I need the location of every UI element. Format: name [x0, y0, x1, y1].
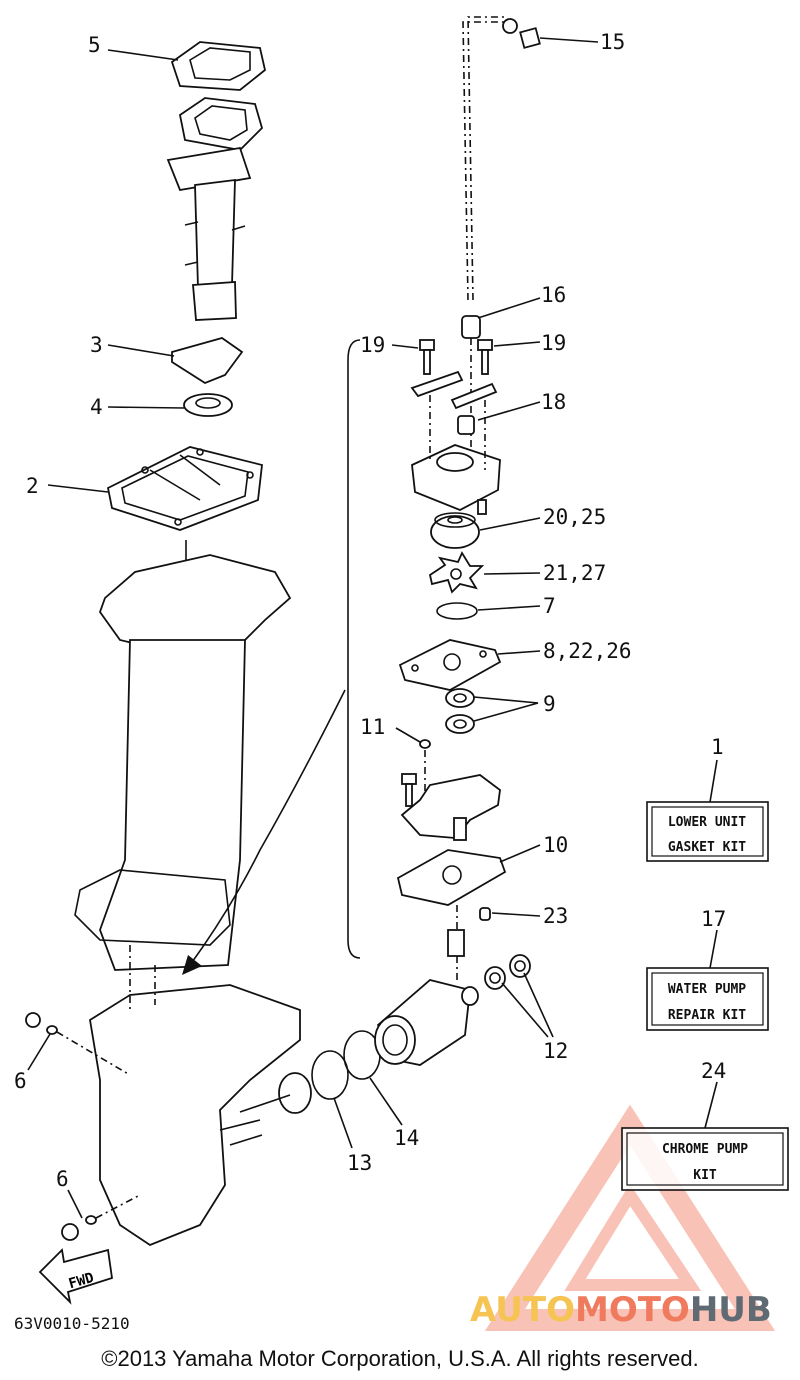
part-23-seal — [479, 907, 491, 921]
watermark-part-moto: MOTO — [574, 1290, 690, 1330]
part-12-oil-seals — [484, 954, 531, 990]
part-6-drain-plug-lower — [61, 1194, 141, 1241]
part-13-o-ring — [311, 1050, 349, 1100]
propeller-shaft-housing — [374, 979, 479, 1066]
label-11: 11 — [360, 715, 385, 739]
watermark-logo — [484, 1104, 776, 1331]
fwd-arrow: FWD — [38, 1248, 113, 1305]
label-23: 23 — [543, 904, 568, 928]
label-6-upper: 6 — [14, 1069, 27, 1093]
label-12: 12 — [543, 1039, 568, 1063]
part-21-27-impeller — [428, 551, 485, 594]
label-10: 10 — [543, 833, 568, 857]
part-11-pin — [419, 739, 431, 749]
label-6-lower: 6 — [56, 1167, 69, 1191]
part-20-25-insert-cartridge — [430, 512, 480, 549]
pump-housing — [411, 395, 501, 515]
watermark-part-hub: HUB — [689, 1290, 772, 1330]
water-tube — [462, 16, 541, 301]
part-15-grommet — [519, 27, 541, 49]
kit-water-pump-line1: WATER PUMP — [668, 982, 746, 997]
kit-chrome-pump-line2: KIT — [693, 1168, 717, 1183]
kit-box-chrome-pump: CHROME PUMP KIT — [621, 1127, 789, 1191]
part-7-o-ring — [436, 602, 478, 620]
part-10-gasket — [396, 849, 507, 906]
part-8-22-26-outer-plate — [398, 639, 502, 691]
driveshaft-housing — [74, 540, 292, 971]
watermark-text: AUTOMOTOHUB — [470, 1290, 772, 1330]
watermark-part-auto: AUTO — [470, 1290, 575, 1330]
label-2: 2 — [26, 474, 39, 498]
label-17: 17 — [701, 907, 726, 931]
part-18-collar — [457, 415, 475, 435]
label-19-right: 19 — [541, 331, 566, 355]
part-5-upper-casing — [166, 41, 267, 321]
kit-chrome-pump-line1: CHROME PUMP — [662, 1142, 748, 1157]
kit-box-lower-unit-gasket: LOWER UNIT GASKET KIT — [646, 801, 769, 862]
label-7: 7 — [543, 594, 556, 618]
label-14: 14 — [394, 1126, 419, 1150]
leader-lines — [27, 37, 718, 1219]
fwd-label: FWD — [67, 1270, 96, 1292]
part-19-bolt-left — [419, 339, 435, 375]
kit-lower-unit-line1: LOWER UNIT — [668, 815, 746, 830]
label-8-22-26: 8,22,26 — [543, 639, 632, 663]
part-6-drain-plug-upper — [25, 1012, 131, 1076]
part-number-labels: 5 3 4 2 15 16 19 19 18 20,25 21,27 7 8,2… — [14, 30, 726, 1191]
part-4-seal — [183, 393, 233, 417]
copyright-notice: ©2013 Yamaha Motor Corporation, U.S.A. A… — [101, 1346, 699, 1371]
label-13: 13 — [347, 1151, 372, 1175]
label-3: 3 — [90, 333, 103, 357]
label-19-left: 19 — [360, 333, 385, 357]
assembly-arrow — [189, 689, 346, 966]
gear-case — [89, 984, 312, 1247]
part-9-bearings — [445, 688, 475, 734]
label-4: 4 — [90, 395, 103, 419]
assembly-arrow-head — [182, 955, 202, 975]
label-5: 5 — [88, 33, 101, 57]
part-2-gasket — [106, 446, 263, 531]
pump-base — [400, 773, 501, 841]
label-24: 24 — [701, 1059, 726, 1083]
kit-water-pump-line2: REPAIR KIT — [668, 1008, 746, 1023]
part-16-grommet — [461, 315, 481, 339]
part-3-gasket — [171, 337, 244, 385]
label-9: 9 — [543, 692, 556, 716]
kit-lower-unit-line2: GASKET KIT — [668, 840, 746, 855]
water-pump-bracket — [347, 339, 361, 959]
diagram-code: 63V0010-5210 — [14, 1314, 130, 1333]
label-21-27: 21,27 — [543, 561, 606, 585]
label-1: 1 — [711, 735, 724, 759]
part-19-bolt-right — [477, 339, 493, 375]
label-16: 16 — [541, 283, 566, 307]
label-20-25: 20,25 — [543, 505, 606, 529]
label-15: 15 — [600, 30, 625, 54]
drive-shaft — [447, 905, 465, 980]
label-18: 18 — [541, 390, 566, 414]
kit-box-water-pump-repair: WATER PUMP REPAIR KIT — [646, 967, 769, 1031]
